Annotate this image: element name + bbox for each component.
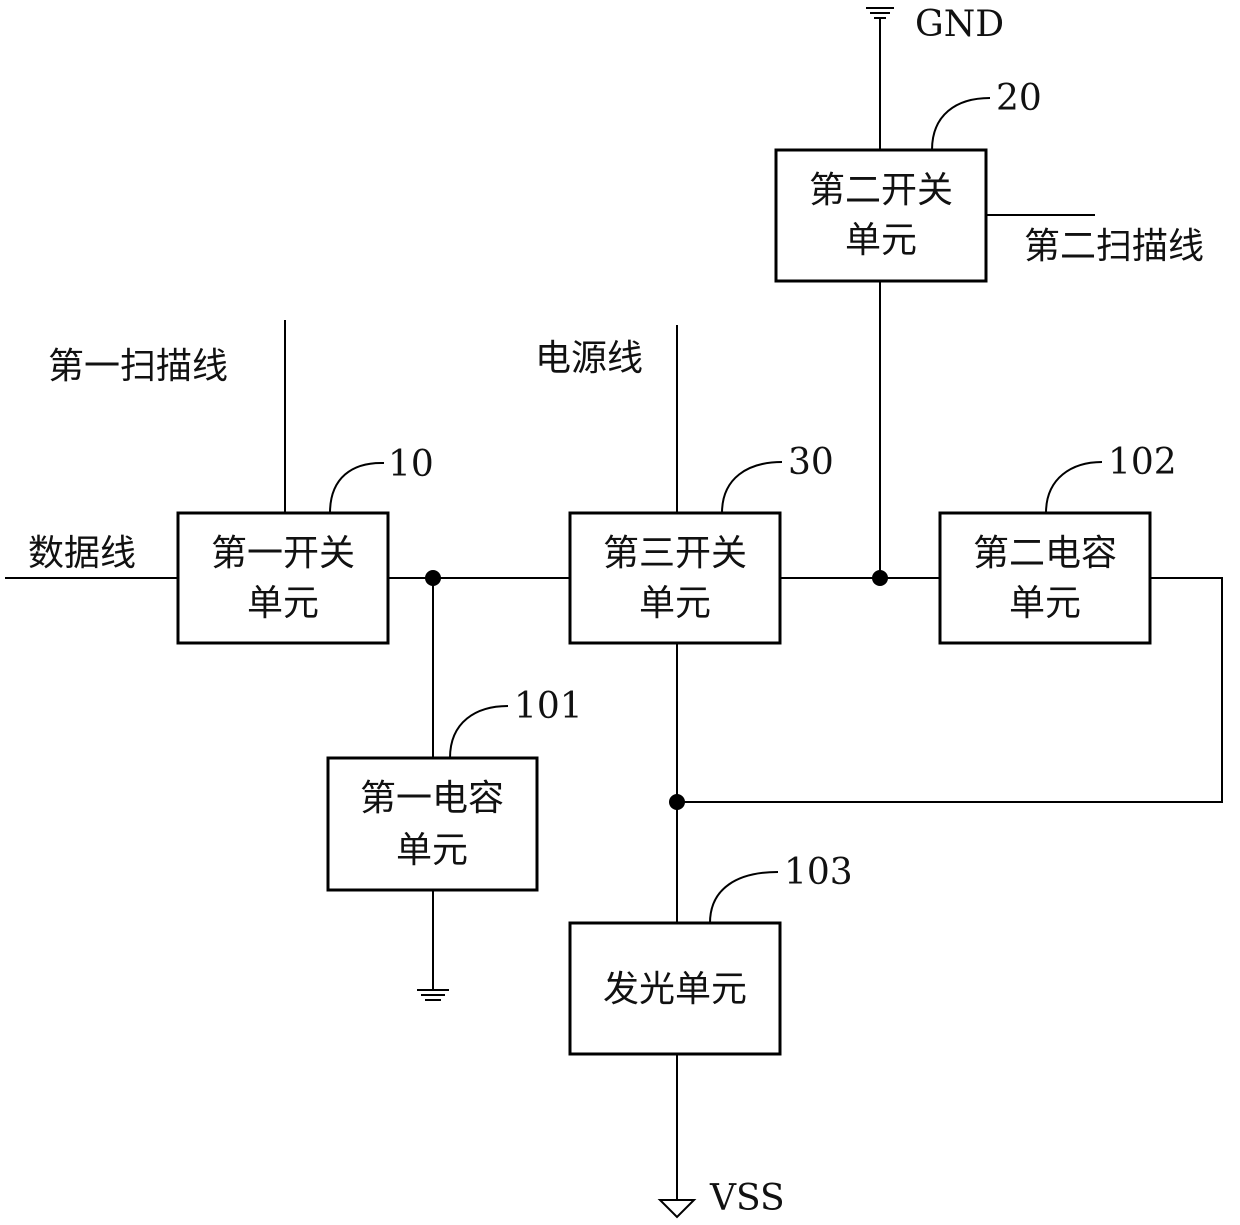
cap1-label-line1: 第一电容 xyxy=(360,778,504,819)
scan-line-1-label: 第一扫描线 xyxy=(48,346,228,387)
cap1-ground-symbol xyxy=(417,990,449,1000)
ref-leader-101 xyxy=(450,706,508,758)
ref-leader-102 xyxy=(1046,462,1102,513)
gnd-label: GND xyxy=(915,4,1004,45)
junction-node-a xyxy=(425,570,441,586)
cap2-label-line2: 单元 xyxy=(1009,583,1081,624)
ref-number-102: 102 xyxy=(1108,442,1177,483)
cap1-label-line2: 单元 xyxy=(396,830,468,871)
junction-node-c xyxy=(669,794,685,810)
cap2-label-line1: 第二电容 xyxy=(973,533,1117,574)
ref-number-10: 10 xyxy=(388,444,434,485)
switch2-label-line2: 单元 xyxy=(845,220,917,261)
gnd-symbol xyxy=(866,8,894,18)
vss-symbol xyxy=(660,1200,694,1217)
junction-node-b xyxy=(872,570,888,586)
vss-label: VSS xyxy=(709,1178,785,1219)
switch2-label-line1: 第二开关 xyxy=(809,170,953,211)
ref-number-30: 30 xyxy=(788,442,834,483)
switch1-label-line2: 单元 xyxy=(247,583,319,624)
ref-leader-103 xyxy=(710,872,778,923)
ref-number-103: 103 xyxy=(784,852,853,893)
power-line-label: 电源线 xyxy=(535,338,643,379)
ref-leader-30 xyxy=(722,462,782,513)
switch3-label-line1: 第三开关 xyxy=(603,533,747,574)
ref-leader-20 xyxy=(932,98,990,150)
data-line-label: 数据线 xyxy=(28,533,136,574)
scan-line-2-label: 第二扫描线 xyxy=(1024,226,1204,267)
ref-leader-10 xyxy=(330,463,384,513)
ref-number-20: 20 xyxy=(996,78,1042,119)
switch1-label-line1: 第一开关 xyxy=(211,533,355,574)
switch3-label-line2: 单元 xyxy=(639,583,711,624)
led-label: 发光单元 xyxy=(603,969,747,1010)
ref-number-101: 101 xyxy=(514,686,583,727)
